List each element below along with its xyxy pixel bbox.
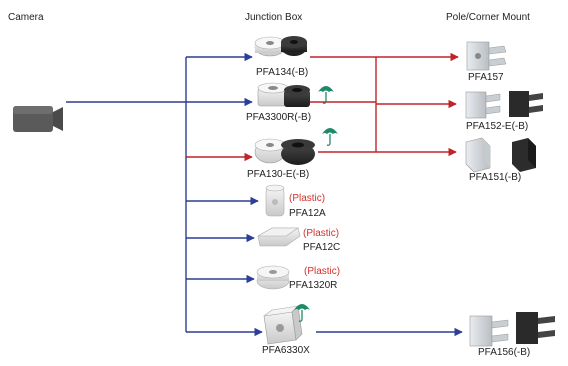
- pfa1320r-product-image: [256, 265, 290, 290]
- pfa134-product-image: [254, 36, 307, 57]
- header-mount: Pole/Corner Mount: [446, 12, 530, 23]
- label-pfa157: PFA157: [468, 72, 504, 83]
- label-pfa6330x: PFA6330X: [262, 345, 310, 356]
- camera-icon: [13, 106, 63, 132]
- note-pfa12c: (Plastic): [303, 228, 340, 239]
- pfa156-product-image: [469, 312, 555, 347]
- label-pfa130e: PFA130-E(-B): [247, 169, 310, 180]
- mount-links: [310, 52, 463, 337]
- label-pfa1320r: PFA1320R: [289, 280, 338, 291]
- umbrella-icon: [318, 86, 334, 104]
- pfa6330x-product-image: [263, 305, 303, 345]
- pfa12a-product-image: [265, 184, 285, 217]
- header-camera: Camera: [8, 12, 44, 23]
- label-pfa156: PFA156(-B): [478, 347, 531, 358]
- label-pfa12c: PFA12C: [303, 242, 341, 253]
- pfa130e-product-image: [254, 138, 315, 165]
- pfa151-product-image: [465, 137, 536, 173]
- label-pfa151: PFA151(-B): [469, 172, 522, 183]
- label-pfa12a: PFA12A: [289, 208, 326, 219]
- pfa12c-product-image: [256, 227, 301, 247]
- label-pfa134: PFA134(-B): [256, 67, 309, 78]
- umbrella-icon: [294, 304, 310, 322]
- umbrella-icon: [322, 128, 338, 146]
- pfa3300r-product-image: [257, 82, 310, 107]
- pfa157-product-image: [466, 41, 507, 71]
- pfa152e-product-image: [465, 91, 543, 119]
- label-pfa3300r: PFA3300R(-B): [246, 112, 312, 123]
- note-pfa12a: (Plastic): [289, 193, 326, 204]
- header-junction-box: Junction Box: [245, 12, 303, 23]
- camera-links: [66, 52, 263, 337]
- note-pfa1320r: (Plastic): [304, 266, 341, 277]
- label-pfa152e: PFA152-E(-B): [466, 121, 529, 132]
